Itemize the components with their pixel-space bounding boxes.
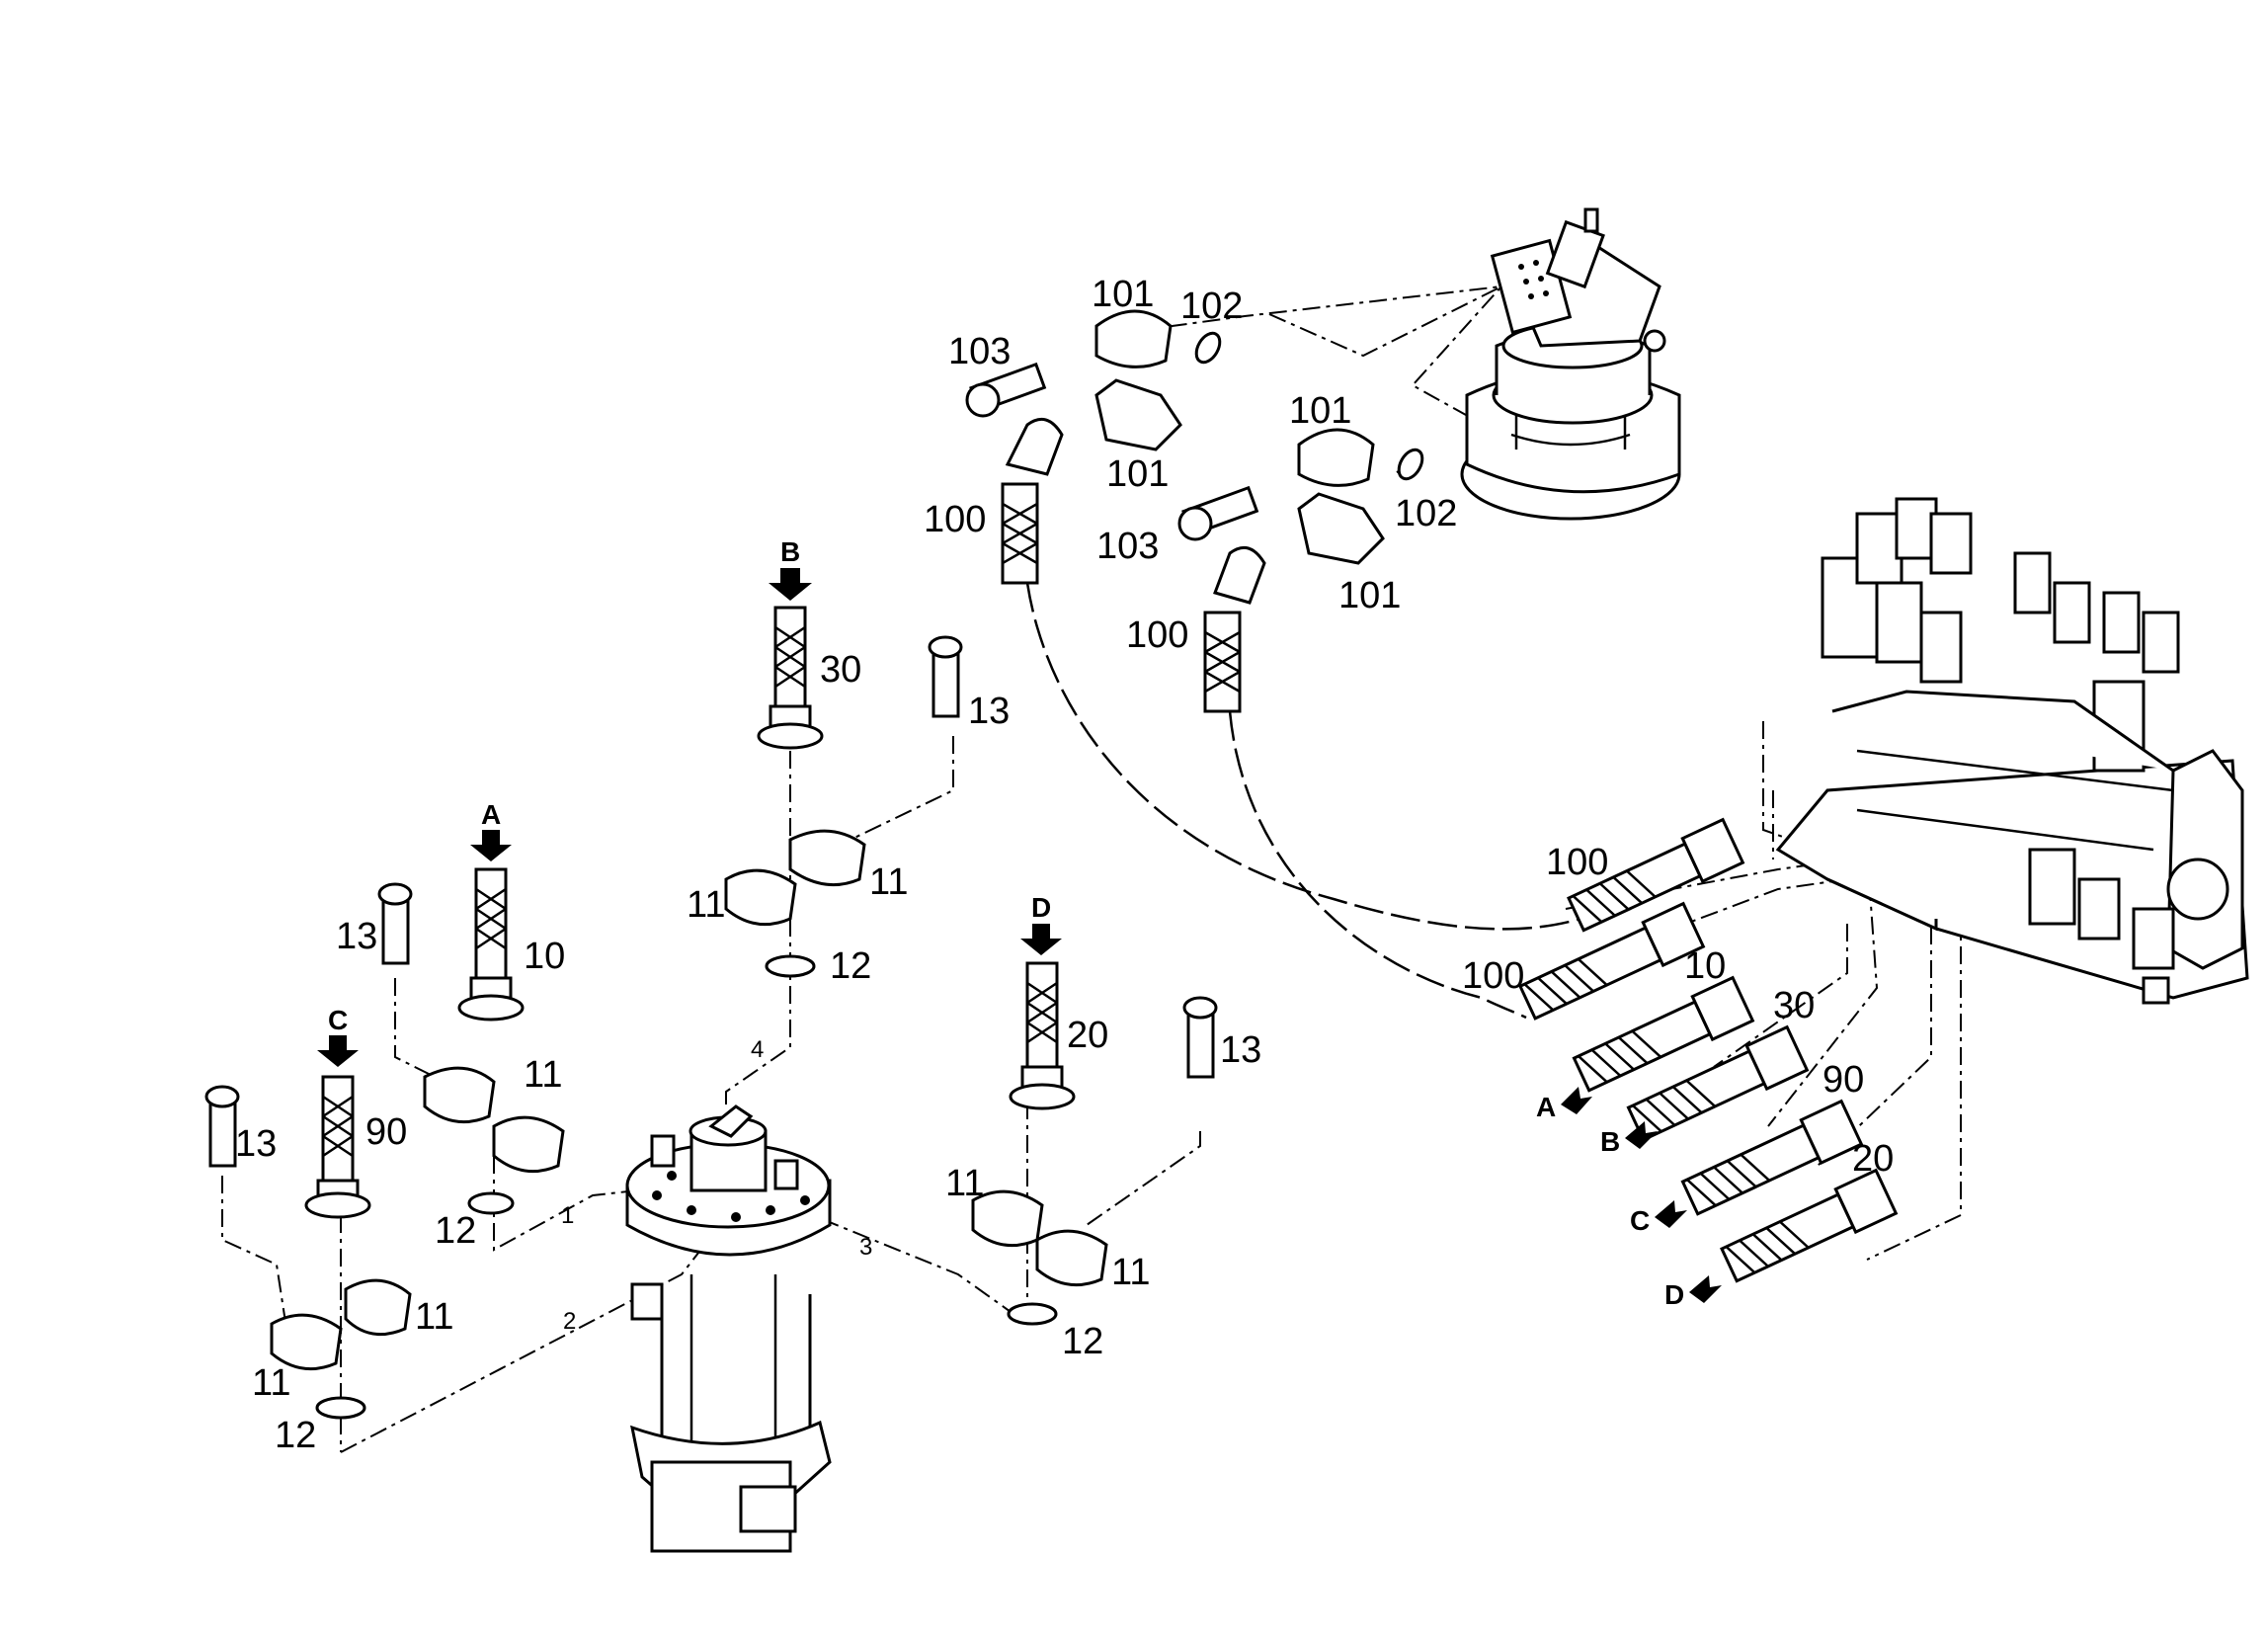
part-labels: 10 10 11 11 11 11 11 11 11 11 12 12 12 1… <box>235 274 1894 1456</box>
label-11: 11 <box>1111 1252 1150 1293</box>
label-90: 90 <box>1822 1059 1864 1101</box>
label-11: 11 <box>945 1163 984 1204</box>
connection-number-1: 1 <box>561 1202 574 1229</box>
label-103: 103 <box>1096 526 1159 567</box>
port-labels: B A C D A B C D <box>328 536 1722 1310</box>
connection-number-2: 2 <box>563 1308 576 1335</box>
lower-fittings <box>204 606 1218 1420</box>
label-20: 20 <box>1852 1138 1894 1180</box>
label-20: 20 <box>1067 1015 1108 1056</box>
label-102: 102 <box>1395 493 1457 534</box>
label-101: 101 <box>1338 575 1401 616</box>
label-90: 90 <box>365 1111 407 1153</box>
label-101: 101 <box>1092 274 1154 315</box>
connection-number-3: 3 <box>859 1234 872 1261</box>
port-label-d: D <box>1031 892 1051 923</box>
label-13: 13 <box>1220 1029 1261 1071</box>
label-101: 101 <box>1106 453 1169 495</box>
label-30: 30 <box>820 649 861 691</box>
label-13: 13 <box>336 916 377 957</box>
top-flanges <box>965 309 1424 565</box>
label-100: 100 <box>1462 955 1524 997</box>
connection-numbers: 1 2 3 4 <box>561 1036 872 1335</box>
port-label-d: D <box>1664 1279 1684 1310</box>
center-joint <box>625 1104 832 1553</box>
port-label-b: B <box>780 536 800 567</box>
label-11: 11 <box>415 1296 453 1338</box>
label-100: 100 <box>1126 614 1188 656</box>
label-12: 12 <box>1062 1321 1103 1362</box>
label-100: 100 <box>924 499 986 540</box>
label-13: 13 <box>968 691 1010 732</box>
label-101: 101 <box>1289 390 1351 432</box>
port-label-c: C <box>328 1005 348 1035</box>
port-label-c: C <box>1630 1205 1650 1236</box>
connection-number-4: 4 <box>751 1036 764 1063</box>
label-11: 11 <box>524 1054 562 1096</box>
label-10: 10 <box>524 936 565 977</box>
label-11: 11 <box>869 861 908 903</box>
hose-ends <box>1001 417 1266 713</box>
label-10: 10 <box>1684 945 1726 987</box>
port-label-b: B <box>1600 1126 1620 1157</box>
label-12: 12 <box>830 945 871 987</box>
label-12: 12 <box>275 1415 316 1456</box>
label-102: 102 <box>1180 286 1243 327</box>
label-100: 100 <box>1546 842 1608 883</box>
port-label-a: A <box>1536 1092 1556 1122</box>
label-13: 13 <box>235 1123 277 1165</box>
label-11: 11 <box>687 884 725 926</box>
label-12: 12 <box>435 1210 476 1252</box>
label-30: 30 <box>1773 985 1815 1026</box>
label-103: 103 <box>948 331 1011 372</box>
port-arrows <box>317 568 1062 1067</box>
control-valve <box>1775 497 2249 1005</box>
hose-lines <box>1025 582 1581 1020</box>
label-11: 11 <box>252 1362 290 1404</box>
port-label-a: A <box>481 799 501 830</box>
valve-fittings <box>1517 817 1899 1283</box>
top-motor <box>1460 207 1681 521</box>
